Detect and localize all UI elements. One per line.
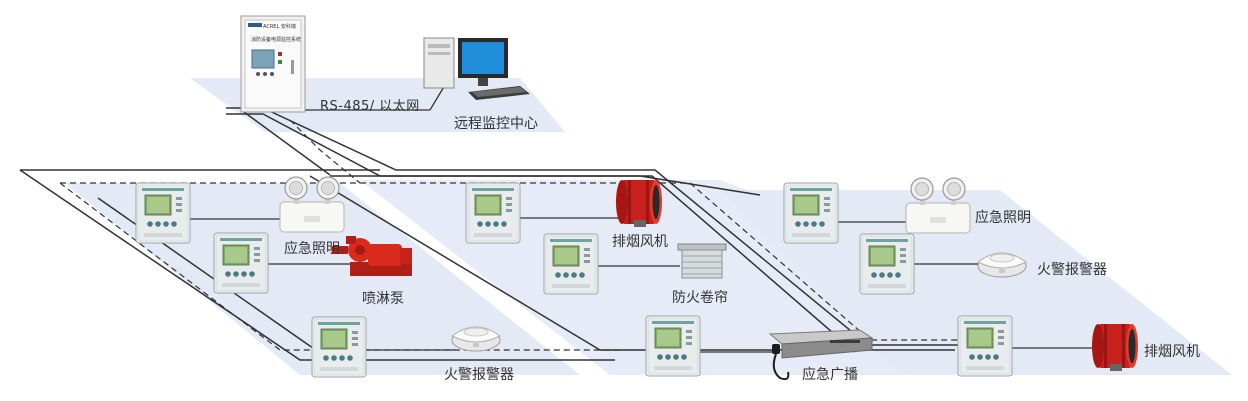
controller-title: 消防设备电源监控系统 [251,37,302,43]
smoke-exhaust-fan-icon [1092,324,1138,371]
monitoring-module-1 [135,182,191,244]
device-wiring [190,84,1095,353]
sprinkler-pump-label: 喷淋泵 [362,291,404,307]
emergency-light-label-1: 应急照明 [284,241,340,257]
monitoring-module-8 [859,233,915,295]
dashed-signal-wiring [59,119,1000,351]
monitoring-module-3 [311,316,367,378]
fire-alarm-label-1: 火警报警器 [444,367,514,383]
monitoring-module-2 [213,232,269,294]
monitoring-module-9 [957,315,1013,377]
emergency-light-label-2: 应急照明 [975,210,1031,226]
emergency-broadcast-label: 应急广播 [802,367,858,383]
monitoring-module-7 [783,182,839,244]
smoke-fan-label-2: 排烟风机 [1144,344,1200,360]
remote-center-label: 远程监控中心 [454,116,538,132]
emergency-light-icon [905,177,971,234]
monitoring-module-5 [543,233,599,295]
monitoring-module-4 [465,182,521,244]
smoke-fan-label-1: 排烟风机 [612,234,668,250]
fire-alarm-label-2: 火警报警器 [1037,262,1107,278]
fire-shutter-label: 防火卷帘 [672,290,728,306]
monitoring-controller-cabinet [240,15,306,113]
emergency-broadcast-icon [768,329,874,381]
sprinkler-pump-icon [332,236,412,276]
field-devices [279,176,1138,381]
controller-brand: ACREL 安科瑞 [263,24,296,30]
rs485-ethernet-label: RS-485/ 以太网 [320,99,420,114]
remote-monitoring-computer [423,37,530,100]
monitoring-module-6 [645,315,701,377]
smoke-exhaust-fan-icon [616,180,662,227]
fire-shutter-icon [677,243,727,279]
